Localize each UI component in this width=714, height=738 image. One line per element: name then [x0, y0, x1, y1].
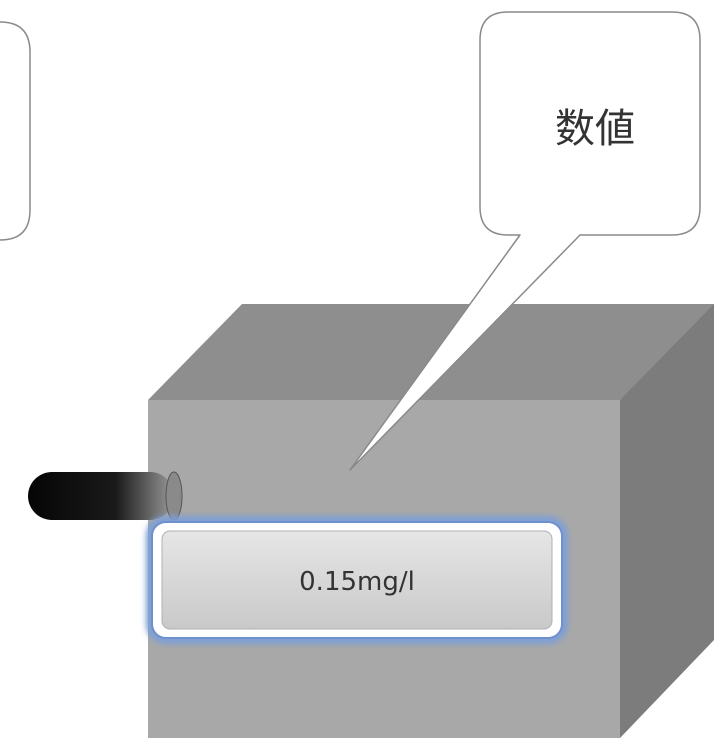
display-panel: 0.15mg/l — [146, 516, 568, 644]
display-value: 0.15mg/l — [299, 567, 415, 597]
probe-cylinder — [28, 471, 183, 521]
callout-right-label: 数値 — [555, 106, 635, 152]
device-box-side — [620, 304, 714, 738]
device-box-top — [148, 304, 714, 400]
callout-right-bubble — [349, 11, 701, 471]
callout-left-bubble — [0, 21, 31, 241]
